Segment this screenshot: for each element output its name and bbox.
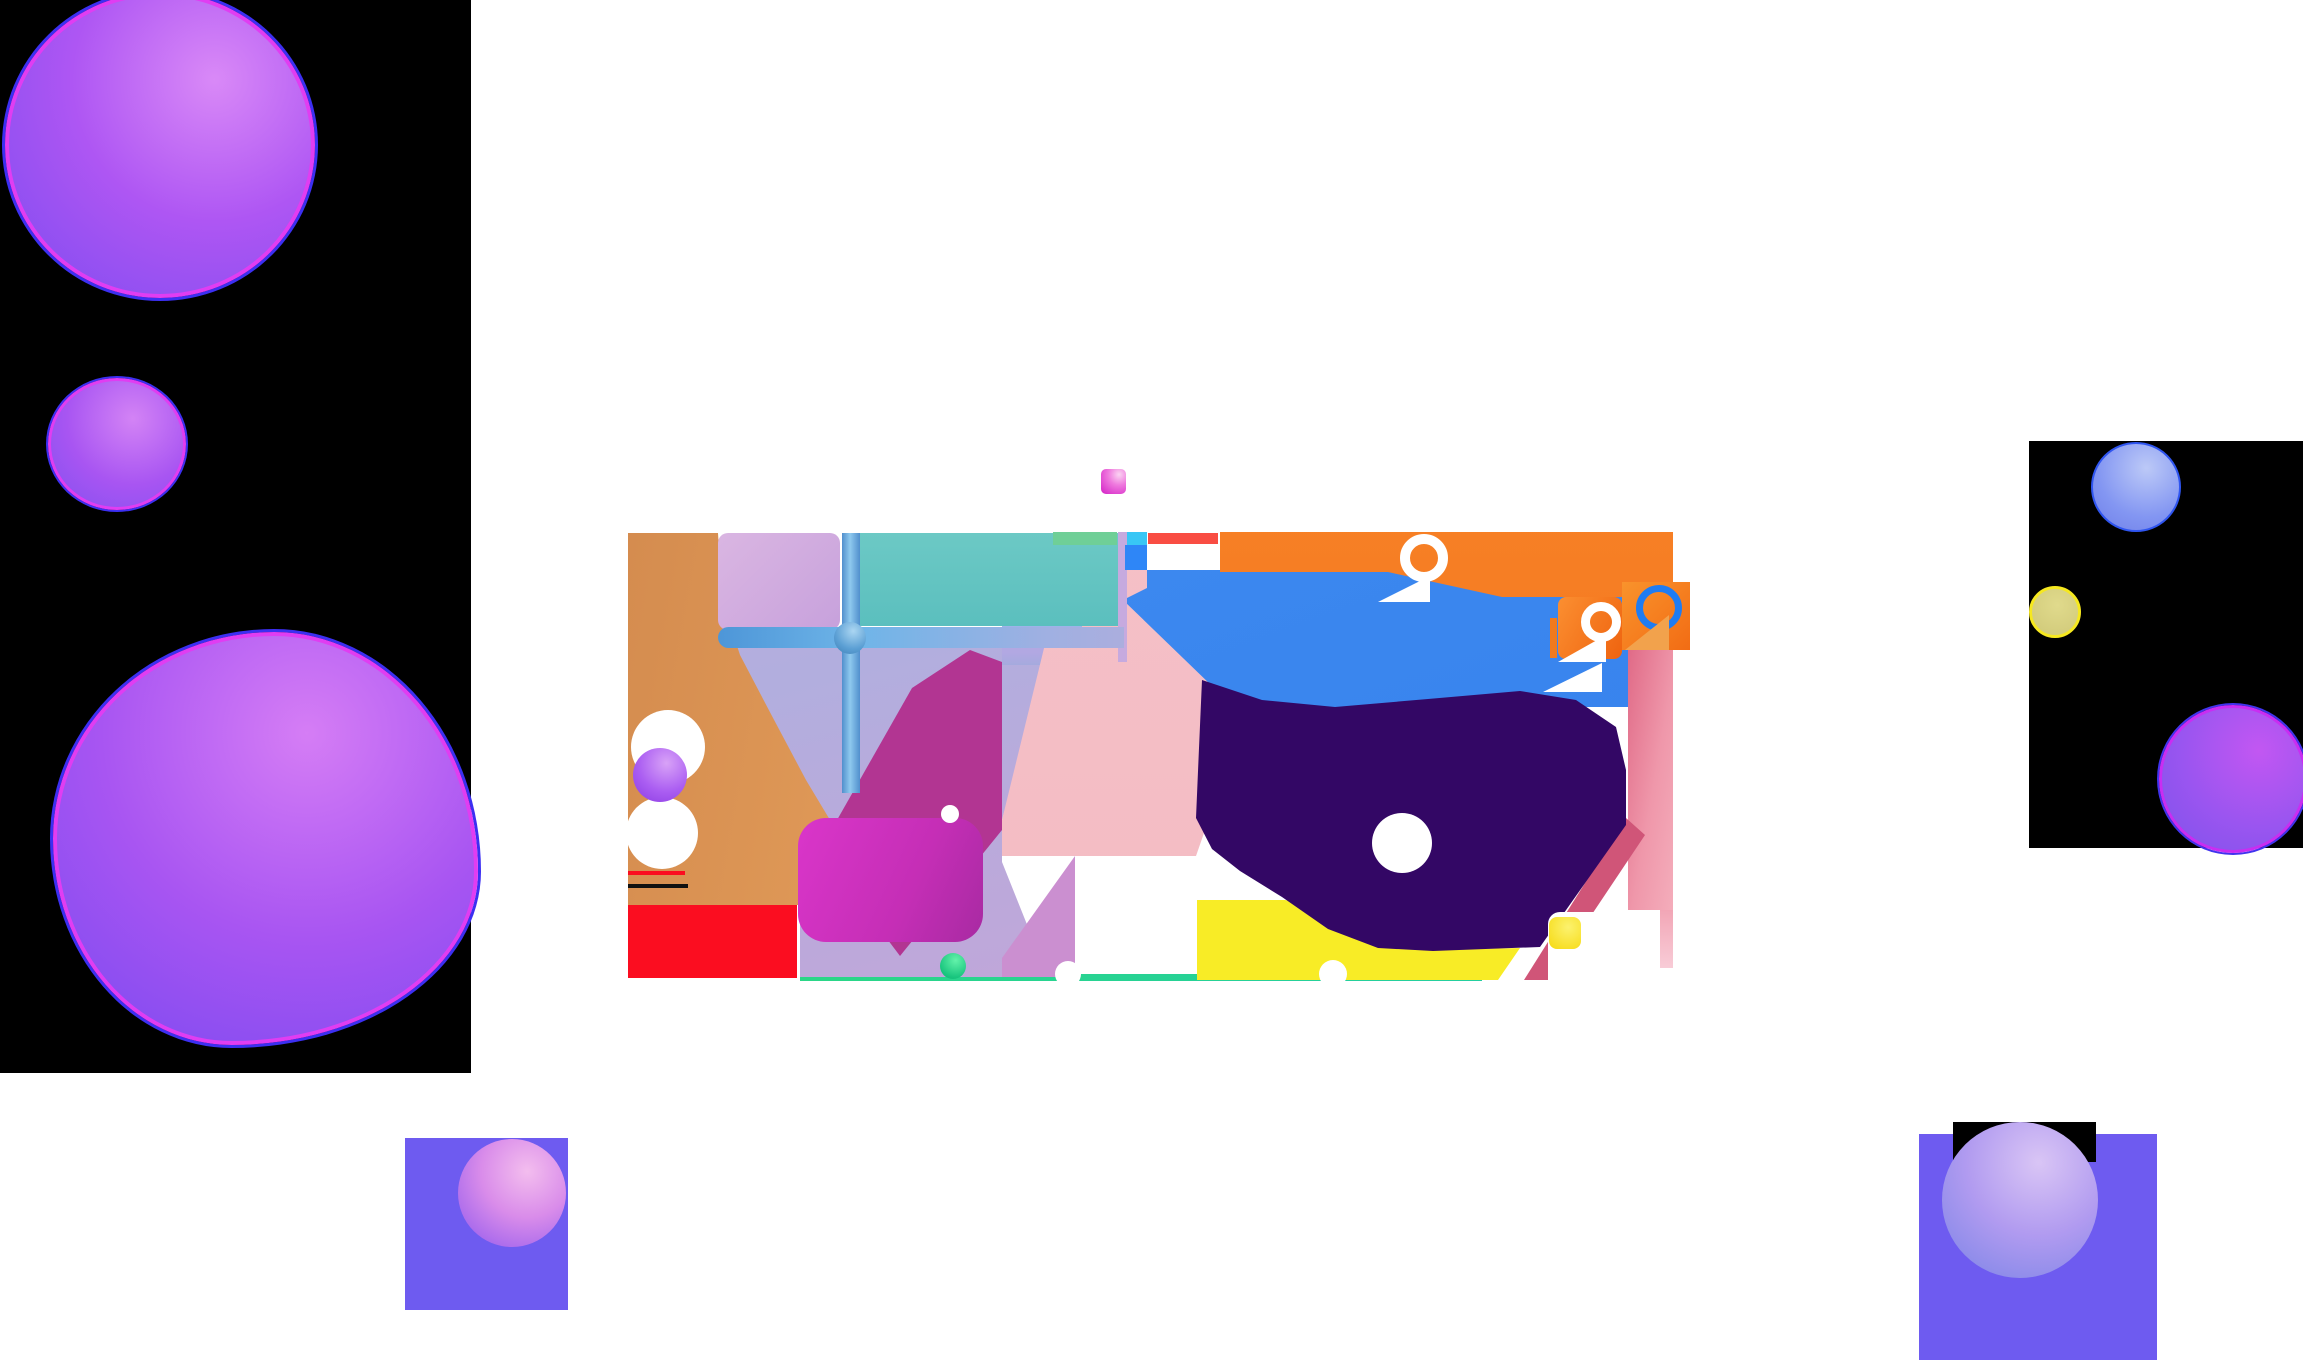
cyan-chip xyxy=(1127,532,1147,545)
seagreen-strip xyxy=(1053,532,1117,545)
teal-block xyxy=(860,533,1120,626)
cornflower-circle xyxy=(2091,442,2181,532)
white-dot xyxy=(941,805,959,823)
red-thin-line xyxy=(628,871,685,875)
blue-sphere xyxy=(834,622,866,654)
magenta-chip xyxy=(1101,469,1126,494)
blue-vertical-stripe xyxy=(842,533,860,793)
pin-marker-icon-ring-2 xyxy=(1581,602,1621,642)
green-sphere xyxy=(940,953,966,979)
orb-circle-large xyxy=(5,0,315,298)
red-strip xyxy=(1148,533,1218,544)
magenta-square xyxy=(798,818,983,942)
orange-flag-bar xyxy=(1550,618,1557,658)
blue-chip xyxy=(1125,545,1147,570)
black-thin-line xyxy=(628,884,688,888)
blue-horizontal-band xyxy=(718,627,1124,648)
yellow-chip xyxy=(1549,917,1581,949)
rose-band xyxy=(1628,648,1673,910)
red-block xyxy=(628,905,797,978)
purple-sphere xyxy=(633,748,687,802)
white-circle-in-dark xyxy=(1372,813,1432,873)
white-node-right xyxy=(1319,960,1347,988)
orb-blob-large xyxy=(53,632,478,1045)
lavender-vertical-stripe xyxy=(1118,532,1127,662)
pin-marker-icon-ring-1 xyxy=(1400,534,1448,582)
white-node-left xyxy=(1055,961,1081,987)
white-blob-bottom xyxy=(626,797,698,869)
orb-circle-small xyxy=(48,378,186,510)
pedestal-sphere-left xyxy=(458,1139,566,1247)
lavender-square xyxy=(718,533,840,630)
emerald-baseline xyxy=(800,974,1482,981)
rose-tail xyxy=(1660,910,1673,968)
khaki-circle xyxy=(2029,586,2081,638)
violet-circle xyxy=(2159,705,2303,853)
pedestal-sphere-right xyxy=(1942,1122,2098,1278)
